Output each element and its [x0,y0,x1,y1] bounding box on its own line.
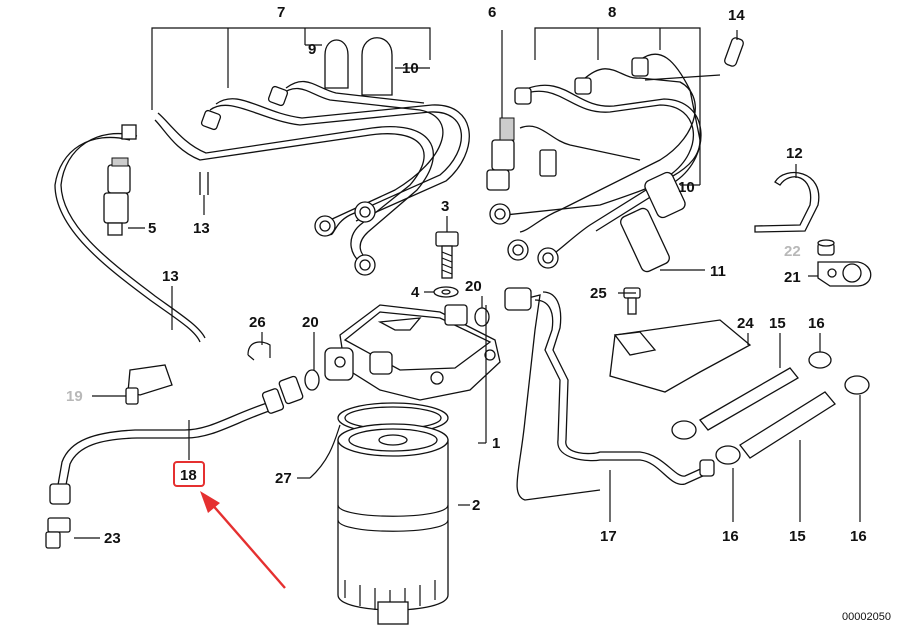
label-17: 17 [600,528,617,545]
filter-housing [324,304,501,401]
reference-number: 00002050 [842,611,891,623]
injector-left [103,124,137,236]
label-22: 22 [784,243,801,260]
hose-15-lower [739,391,836,459]
label-20-left: 20 [302,314,319,331]
bracket-12 [754,172,820,233]
label-13-lower: 13 [162,268,179,285]
fuel-filter [337,423,449,625]
clamps-10-11 [620,171,686,273]
label-10-right: 10 [678,179,695,196]
label-26: 26 [249,314,266,331]
label-25: 25 [590,285,607,302]
label-10-left: 10 [402,60,419,77]
leader-lines [74,164,861,539]
part-labels: 7 9 10 5 13 13 3 4 20 26 20 19 18 23 27 … [66,4,867,547]
nut-22 [817,239,835,256]
label-21: 21 [784,269,801,286]
holder-19 [125,364,173,405]
label-16-bottom-left: 16 [722,528,739,545]
label-18-highlight-box [173,461,205,487]
label-23: 23 [104,530,121,547]
label-14: 14 [728,7,745,24]
label-18: 18 [180,467,197,484]
union-23 [45,517,71,549]
label-7: 7 [277,4,285,21]
label-16-top: 16 [808,315,825,332]
label-11: 11 [710,263,726,280]
clamp-21 [817,261,872,287]
seal-20-left [304,369,320,391]
clamps-16 [671,351,870,465]
label-19: 19 [66,388,83,405]
seal-20-top [474,307,490,327]
union-nuts-left [200,85,376,276]
clip-26 [247,341,271,361]
injector-center [486,117,557,191]
label-6: 6 [488,4,496,21]
label-16-bottom-right: 16 [850,528,867,545]
screw-25 [623,287,641,315]
label-4: 4 [411,284,420,301]
injection-lines-right [504,53,721,259]
highlight-arrow [200,491,286,589]
hose-15-upper [699,367,799,431]
label-3: 3 [441,198,449,215]
label-5: 5 [148,220,156,237]
label-9: 9 [308,41,316,58]
label-12: 12 [786,145,803,162]
bracket-24 [609,319,752,393]
union-nuts-center [489,57,649,269]
label-1: 1 [492,435,500,452]
label-8: 8 [608,4,616,21]
part-14-sleeve [724,37,744,67]
label-2: 2 [472,497,480,514]
label-13-upper: 13 [193,220,210,237]
label-27: 27 [275,470,292,487]
fuel-pipe-18 [49,375,304,505]
label-20-top: 20 [465,278,482,295]
injection-lines-left [54,81,470,343]
fuel-pipe-17 [504,287,715,501]
bolt-3 [435,231,459,279]
washer-4-hole [441,289,451,295]
clamps-9-10 [324,37,393,96]
label-15-bottom: 15 [789,528,806,545]
label-24: 24 [737,315,754,332]
label-15-top: 15 [769,315,786,332]
